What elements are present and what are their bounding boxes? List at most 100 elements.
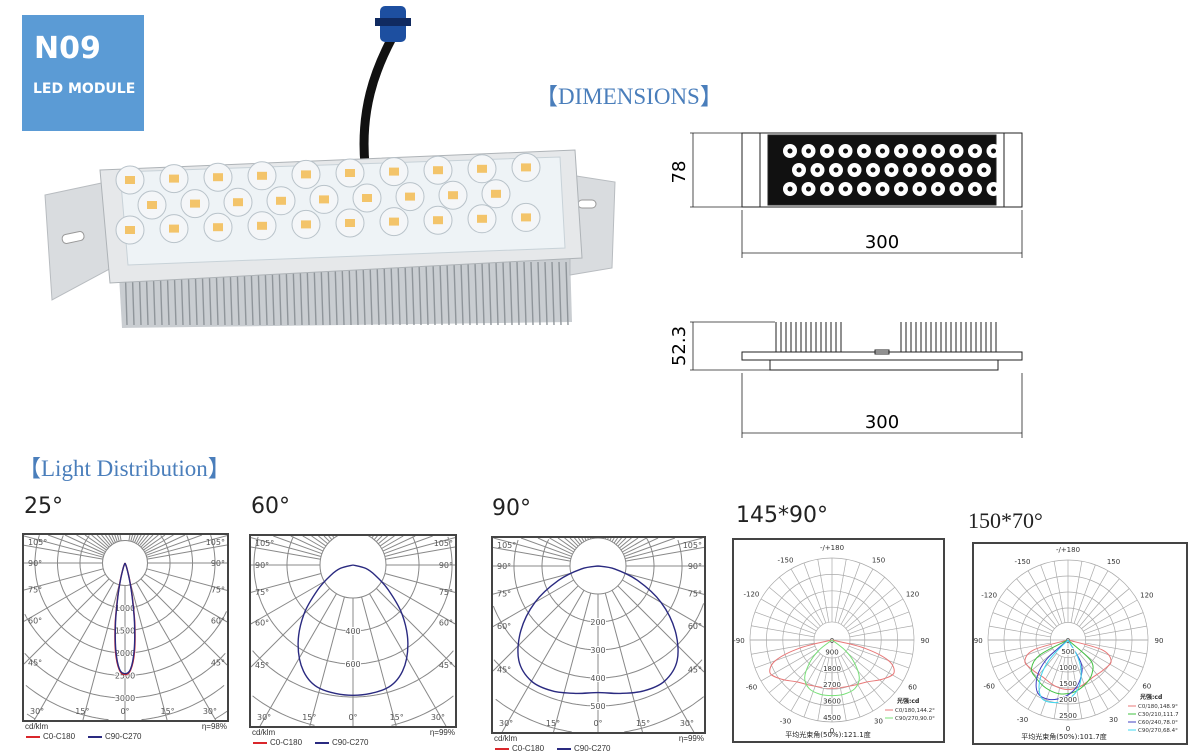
grid-spoke (779, 576, 821, 627)
angle-label: 15° (636, 719, 650, 728)
grid-spoke (1076, 570, 1109, 625)
chart-title-60: 60° (251, 494, 290, 519)
heatsink-fin (502, 261, 506, 326)
legend-swatch (315, 742, 329, 744)
grid-spoke (574, 538, 581, 545)
grid-spoke (549, 538, 575, 553)
grid-spoke (847, 648, 904, 682)
angle-label: 0 (830, 727, 834, 735)
grid-spoke (135, 535, 142, 544)
angle-label: -150 (778, 556, 794, 564)
grid-spoke (139, 535, 149, 547)
grid-spoke (144, 535, 174, 553)
angle-label: 105° (28, 538, 47, 547)
heatsink-fin (488, 261, 492, 326)
series-curve-C90-C270 (517, 565, 679, 695)
angle-label: 105° (683, 541, 702, 550)
legend-item: C90-C270 (557, 744, 610, 753)
grid-spoke (273, 536, 323, 555)
grid-spoke (620, 538, 639, 551)
heatsink-fin (411, 261, 415, 326)
heatsink-fin (390, 261, 394, 326)
angle-label: 60° (211, 616, 225, 625)
top-view-leds (783, 144, 1001, 196)
grid-spoke (751, 625, 815, 638)
ring-label: 2500 (115, 672, 135, 681)
led-center (880, 186, 885, 192)
grid-spoke (1079, 578, 1120, 627)
grid-spoke (375, 536, 383, 543)
grid-spoke (751, 642, 815, 655)
grid-spoke (754, 645, 816, 669)
led-center (852, 167, 857, 173)
angle-label: 45° (439, 661, 453, 670)
grid-ring (24, 611, 227, 676)
product-photo (44, 6, 616, 328)
led-chip (477, 164, 487, 173)
inner-ring (319, 536, 387, 599)
heatsink-fin (537, 261, 541, 326)
grid-spoke (1085, 642, 1147, 655)
angle-label: 90° (211, 559, 225, 568)
led-center (815, 167, 820, 173)
dimension-drawings: 78 300 52.3 300 (669, 132, 1023, 438)
grid-spoke (817, 559, 830, 623)
grid-spoke (617, 538, 627, 547)
led-center (963, 167, 968, 173)
ring-label: 1000 (115, 604, 135, 613)
angle-label: 90° (255, 561, 269, 570)
grid-spoke (108, 535, 115, 544)
angle-label: 15° (390, 713, 404, 722)
efficiency-label: η=99% (429, 728, 455, 737)
legend-label: C0-C180 (270, 738, 303, 747)
unit-label: cd/klm (252, 728, 276, 737)
grid-spoke (1040, 656, 1063, 716)
ring-label: 1500 (115, 627, 135, 636)
grid-spoke (834, 559, 847, 623)
led-center (824, 186, 830, 192)
legend-item: C0-C180 (26, 732, 75, 741)
legend-label: C90/270,90.0° (895, 716, 935, 722)
grid-spoke (577, 538, 583, 544)
heatsink-fin (425, 261, 429, 326)
heatsink-fin (432, 261, 436, 326)
legend-item: C90-C270 (315, 738, 368, 747)
legend-label: C30/210,111.7 (1138, 712, 1179, 718)
grid-spoke (375, 587, 455, 668)
heatsink-fin (551, 261, 555, 326)
led-center (917, 186, 922, 192)
angle-label: -/+180 (820, 544, 844, 552)
series-curve-C90/270,68.4° (1038, 639, 1082, 704)
heatsink-fin (509, 261, 513, 326)
heatsink-fin (348, 261, 352, 326)
grid-spoke (144, 573, 227, 623)
angle-label: 60 (1142, 683, 1151, 691)
grid-spoke (128, 535, 131, 541)
led-center (898, 186, 904, 192)
model-badge: N09 LED MODULE (22, 15, 144, 131)
angle-label: 30° (30, 707, 44, 716)
heatsink-fin (467, 261, 471, 326)
grid-spoke (1081, 588, 1130, 629)
angle-label: 0° (593, 719, 602, 728)
angle-label: 45° (497, 666, 511, 675)
angle-label: 60° (255, 619, 269, 628)
grid-spoke (251, 587, 331, 668)
grid-ring (79, 535, 171, 609)
ring-label: 300 (590, 646, 605, 655)
series-curve-C90-C270 (297, 564, 409, 697)
ring-label: 400 (345, 627, 360, 636)
grid-spoke (621, 538, 647, 553)
grid-spoke (1006, 588, 1055, 629)
grid-spoke (84, 535, 107, 551)
angle-label: 150 (1107, 558, 1120, 566)
angle-label: 105° (434, 539, 453, 548)
led-chip (491, 189, 501, 198)
model-subtitle: LED MODULE (33, 81, 136, 97)
grid-ring (493, 659, 703, 707)
grid-spoke (624, 538, 703, 560)
series-curve-C90/270,90.0° (804, 639, 860, 697)
led-chip (477, 214, 487, 223)
grid-spoke (137, 535, 146, 545)
grid-spoke (553, 592, 592, 732)
